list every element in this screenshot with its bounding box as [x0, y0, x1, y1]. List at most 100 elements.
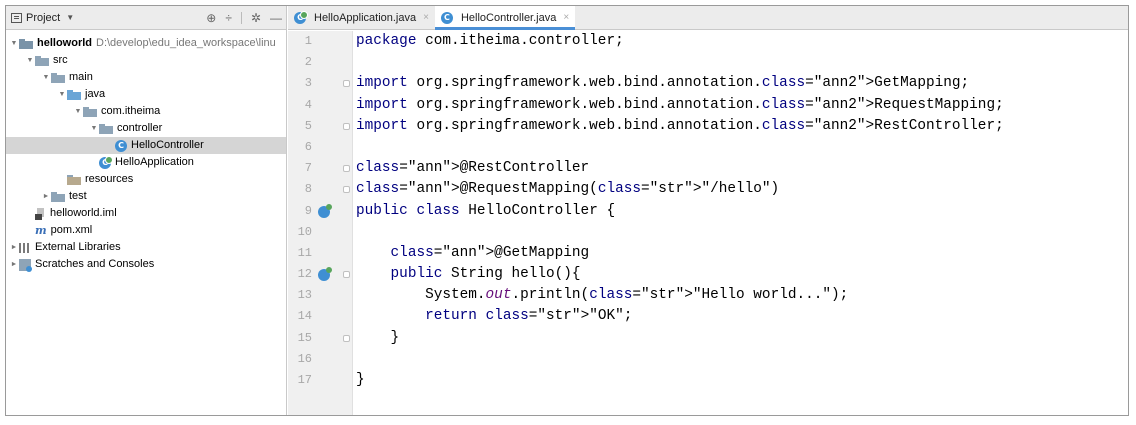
line-number: 4 — [304, 97, 312, 112]
close-icon[interactable]: × — [423, 12, 429, 23]
project-panel-icon — [11, 12, 22, 23]
tree-item-label: helloworld.iml — [50, 207, 117, 219]
tree-item[interactable]: ►test — [6, 188, 286, 205]
expanded-arrow-icon[interactable]: ▼ — [58, 91, 66, 98]
collapse-all-icon[interactable]: ÷ — [225, 11, 232, 25]
line-number: 12 — [297, 267, 312, 282]
expanded-arrow-icon[interactable]: ▼ — [90, 125, 98, 132]
tree-item-label: pom.xml — [50, 224, 93, 236]
locate-icon[interactable]: ⊕ — [206, 11, 217, 25]
tree-item[interactable]: ▼ com.itheima — [6, 103, 286, 120]
tree-item[interactable]: ▼controller — [6, 120, 286, 137]
tree-item-label: src — [53, 54, 68, 66]
tree-item[interactable]: ▼ src — [6, 52, 286, 69]
project-view-selector[interactable]: Project ▼ — [11, 12, 74, 24]
code-line[interactable]: 17} — [288, 370, 1128, 391]
line-number: 7 — [304, 161, 312, 176]
line-number: 17 — [297, 373, 312, 387]
line-number: 15 — [297, 330, 312, 345]
line-number: 3 — [304, 76, 312, 91]
code-line[interactable]: 12 public String hello(){ — [288, 264, 1128, 285]
close-icon[interactable]: × — [563, 12, 570, 23]
fold-marker-icon[interactable] — [343, 80, 350, 88]
tree-item-label: resources — [85, 173, 134, 185]
tree-item[interactable]: helloworld.iml — [6, 205, 286, 222]
project-panel-header: Project ▼ ⊕ ÷ ✲ — — [6, 6, 286, 30]
spring-app-class-icon: C — [99, 155, 113, 169]
tree-item[interactable]: ▼java — [6, 86, 286, 103]
tree-item[interactable]: ►Scratches and Consoles — [6, 256, 286, 273]
fold-marker-icon[interactable] — [343, 334, 350, 342]
project-panel-toolbar: ⊕ ÷ ✲ — — [206, 11, 282, 25]
fold-marker-icon[interactable] — [343, 186, 350, 194]
line-number: 9 — [304, 203, 312, 218]
line-gutter — [288, 31, 353, 415]
code-text: import org.springframework.web.bind.anno… — [356, 75, 970, 92]
code-text: class="ann">@GetMapping — [390, 244, 590, 261]
editor-tab-label: HelloApplication.java — [314, 11, 417, 24]
code-line[interactable]: 7 class="ann">@RestController — [288, 158, 1128, 179]
libraries-icon — [19, 242, 31, 253]
package-folder-icon — [99, 123, 113, 134]
tree-item-label: com.itheima — [101, 105, 161, 117]
spring-app-class-icon: C — [294, 10, 308, 24]
code-line[interactable]: 16 — [288, 349, 1128, 370]
code-text: import org.springframework.web.bind.anno… — [356, 117, 1004, 134]
expanded-arrow-icon[interactable]: ▼ — [10, 40, 18, 47]
collapsed-arrow-icon[interactable]: ► — [42, 193, 50, 200]
module-folder-icon — [19, 38, 33, 49]
spring-bean-gutter-icon[interactable] — [318, 267, 332, 282]
tree-item[interactable]: ▼ main — [6, 69, 286, 86]
code-line[interactable]: 2 — [288, 52, 1128, 73]
code-line[interactable]: 9 public class HelloController { — [288, 201, 1128, 222]
code-line[interactable]: 14 return class="str">"OK"; — [288, 306, 1128, 327]
line-number: 11 — [297, 245, 312, 260]
code-line[interactable]: 10 — [288, 222, 1128, 243]
tree-item[interactable]: resources — [6, 171, 286, 188]
code-text: class="ann">@RestController — [356, 160, 590, 177]
gear-icon[interactable]: ✲ — [250, 11, 261, 25]
line-number: 2 — [304, 55, 312, 70]
package-folder-icon — [83, 106, 97, 117]
fold-marker-icon[interactable] — [343, 122, 350, 130]
source-folder-icon — [67, 89, 81, 100]
fold-marker-icon[interactable] — [343, 165, 350, 173]
collapsed-arrow-icon[interactable]: ► — [10, 261, 18, 268]
expanded-arrow-icon[interactable]: ▼ — [74, 108, 82, 115]
expanded-arrow-icon[interactable]: ▼ — [26, 57, 34, 64]
folder-icon — [51, 191, 65, 202]
expanded-arrow-icon[interactable]: ▼ — [42, 74, 50, 81]
tree-item-label: main — [69, 71, 93, 83]
spring-bean-gutter-icon[interactable] — [318, 203, 332, 218]
code-text: public String hello(){ — [390, 266, 581, 283]
line-number: 6 — [304, 139, 312, 154]
fold-marker-icon[interactable] — [343, 271, 350, 279]
resources-folder-icon — [67, 174, 81, 185]
code-line[interactable]: 6 — [288, 137, 1128, 158]
code-text: public class HelloController { — [356, 202, 616, 219]
code-line[interactable]: 13 System.out.println(class="str">"Hello… — [288, 285, 1128, 306]
code-line[interactable]: 3 import org.springframework.web.bind.ann… — [288, 73, 1128, 94]
tree-item[interactable]: ► External Libraries — [6, 239, 286, 256]
code-line[interactable]: 15 } — [288, 328, 1128, 349]
tree-item-label: HelloApplication — [115, 156, 194, 168]
hide-panel-icon[interactable]: — — [270, 11, 282, 25]
tree-item-label: External Libraries — [35, 241, 121, 253]
collapsed-arrow-icon[interactable]: ► — [10, 244, 18, 251]
folder-icon — [51, 72, 65, 83]
editor-tab[interactable]: C HelloApplication.java × — [288, 6, 435, 29]
code-line[interactable]: 11 class="ann">@GetMapping — [288, 243, 1128, 264]
